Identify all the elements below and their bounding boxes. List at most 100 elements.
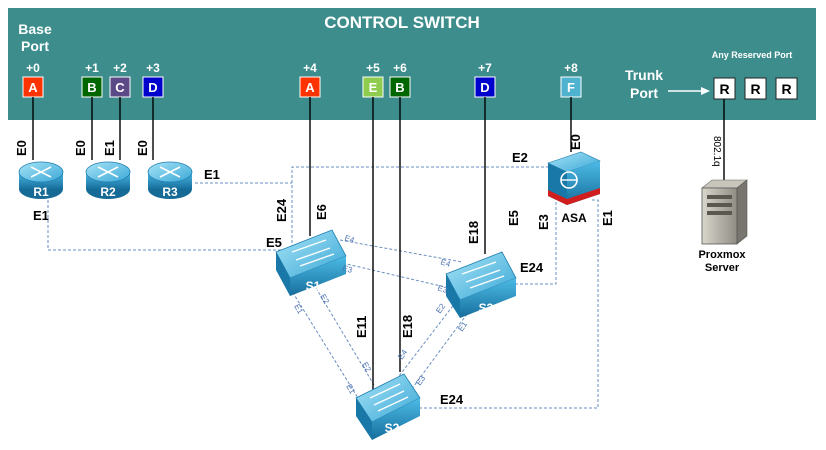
switch-arrows-icon: [369, 383, 409, 412]
reserved-port-r3[interactable]: R: [775, 77, 798, 100]
link-s3-s2-a: [395, 293, 463, 381]
label-r2-e0: E0: [73, 140, 88, 156]
label-r1-e1: E1: [33, 208, 49, 223]
reserved-port-label-1: R: [719, 81, 729, 97]
router-r2-label: R2: [100, 185, 116, 199]
port-offset-label: +1: [85, 61, 99, 75]
port-letter: D: [480, 80, 489, 95]
firewall-shield-icon: [560, 171, 578, 189]
port-tiles: +0A+1B+2C+3D+4A+5E+6B+7D+8F: [22, 61, 582, 98]
router-r2[interactable]: R2: [85, 161, 131, 199]
link-asa-s2: [412, 199, 599, 409]
label-s1-e4: E4: [343, 233, 356, 245]
reserved-port-r2[interactable]: R: [744, 77, 767, 100]
label-asa-e0: E0: [568, 134, 583, 150]
port-offset-label: +3: [146, 61, 160, 75]
port-tile[interactable]: +2C: [109, 61, 131, 98]
label-r3-e1: E1: [204, 167, 220, 182]
proxmox-server[interactable]: Proxmox Server: [698, 179, 748, 274]
switch-s1[interactable]: S1: [275, 229, 347, 296]
banner-title: CONTROL SWITCH: [324, 13, 480, 32]
label-dot1q: 802.1q: [711, 136, 722, 167]
label-s1-e6: E6: [314, 204, 329, 220]
link-s1-s3-b: [337, 261, 459, 291]
port-letter: A: [305, 80, 315, 95]
router-r1-label: R1: [33, 185, 49, 199]
router-arrows-icon: [30, 166, 52, 178]
label-s3-e2: E2: [434, 302, 447, 316]
port-letter: C: [115, 80, 125, 95]
port-tile[interactable]: +4A: [299, 61, 321, 98]
link-s3-s2-b: [407, 309, 471, 395]
reserved-port-label-2: R: [750, 81, 760, 97]
control-switch-banner: [8, 8, 816, 120]
label-r1-e0: E0: [14, 140, 29, 156]
label-s3-e3: E3: [436, 283, 449, 295]
trunk-arrow-icon: [668, 87, 710, 95]
reserved-port-label: Any Reserved Port: [712, 50, 793, 60]
router-arrows-icon: [159, 166, 181, 178]
label-s1-e2: E2: [318, 293, 331, 306]
label-r2-e1: E1: [102, 140, 117, 156]
label-asa-e1: E1: [600, 210, 615, 226]
label-s3-e1: E1: [456, 320, 469, 334]
label-s2-e3: E3: [414, 374, 427, 388]
router-r3-label: R3: [162, 185, 178, 199]
port-tile[interactable]: +0A: [22, 61, 44, 98]
base-port-label-line1: Base: [18, 21, 52, 37]
base-port-label-line2: Port: [21, 38, 49, 54]
switch-s2-label: S2: [385, 421, 400, 435]
label-s3-e24: E24: [520, 260, 544, 275]
port-letter: A: [28, 80, 38, 95]
router-arrows-icon: [97, 166, 119, 178]
switch-s2[interactable]: S2: [355, 373, 421, 440]
link-asa-s3: [512, 197, 557, 285]
firewall-asa[interactable]: ASA: [547, 151, 601, 225]
label-s2-e11: E11: [354, 316, 369, 338]
port-tile[interactable]: +6B: [389, 61, 411, 98]
solid-cables: [32, 97, 725, 392]
switch-s3[interactable]: S3: [445, 251, 517, 318]
label-s2-e24: E24: [440, 392, 464, 407]
label-s3-e4: E4: [439, 257, 452, 269]
label-s1-e5: E5: [266, 235, 282, 250]
port-letter: E: [369, 80, 378, 95]
proxmox-server-label-line1: Proxmox: [698, 249, 746, 261]
label-s2-e1: E1: [344, 383, 357, 396]
switch-arrows-icon: [461, 261, 505, 289]
label-s1-e24: E24: [274, 198, 289, 222]
port-letter: B: [395, 80, 404, 95]
trunk-port-label-line2: Port: [630, 85, 658, 101]
label-s2-e4: E4: [396, 348, 409, 362]
label-s3-e5: E5: [506, 210, 521, 226]
port-offset-label: +5: [366, 61, 380, 75]
firewall-asa-label: ASA: [561, 211, 587, 225]
port-tile[interactable]: +5E: [362, 61, 384, 98]
router-r3[interactable]: R3: [147, 161, 193, 199]
switch-arrows-icon: [291, 239, 335, 267]
port-offset-label: +2: [113, 61, 127, 75]
label-s2-e18: E18: [400, 315, 415, 338]
port-offset-label: +6: [393, 61, 407, 75]
server-drive-icon: [707, 195, 732, 215]
port-offset-label: +8: [564, 61, 578, 75]
port-offset-label: +0: [26, 61, 40, 75]
trunk-port-label-line1: Trunk: [625, 67, 663, 83]
port-offset-label: +7: [478, 61, 492, 75]
label-asa-e2: E2: [512, 150, 528, 165]
link-r1-s1: [47, 195, 285, 251]
label-s2-e2: E2: [360, 361, 373, 374]
link-s1-s2-a: [289, 287, 359, 399]
port-offset-label: +4: [303, 61, 317, 75]
router-r1[interactable]: R1: [18, 161, 64, 199]
port-letter: B: [87, 80, 96, 95]
link-s1-s2-b: [315, 287, 375, 386]
label-s3-e18: E18: [466, 221, 481, 244]
port-letter: D: [148, 80, 157, 95]
reserved-port-label-3: R: [781, 81, 791, 97]
reserved-port-r1[interactable]: R: [713, 77, 736, 100]
port-tile[interactable]: +1B: [81, 61, 103, 98]
label-asa-e3: E3: [536, 214, 551, 230]
proxmox-server-label-line2: Server: [705, 262, 740, 274]
